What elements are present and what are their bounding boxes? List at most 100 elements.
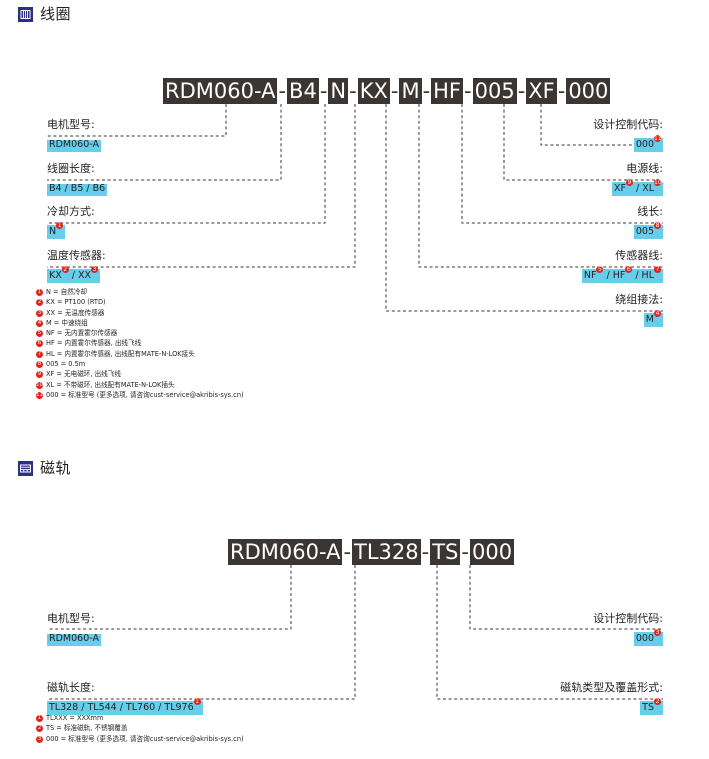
- callout-title: 磁轨长度:: [47, 681, 95, 694]
- footnote-text: XL = 不带磁环, 出线配有MATE-N-LOK插头: [46, 380, 175, 389]
- callout-track-type-cover: 磁轨类型及覆盖形式: TS2: [560, 681, 663, 715]
- footnote-number: 4: [36, 319, 43, 327]
- callout-temperature-sensor: 温度传感器: KX2 / XX3: [47, 249, 106, 283]
- callout-value: XF9 / XL10: [611, 178, 663, 196]
- callout-value: RDM060-A: [47, 632, 101, 646]
- footnote-number: 8: [36, 361, 43, 369]
- footnote-marker: 7: [654, 265, 661, 273]
- footnote-number: 7: [36, 350, 43, 358]
- callout-value: TS2: [640, 697, 663, 715]
- callout-value: N1: [47, 221, 66, 239]
- footnote-marker: 9: [625, 178, 633, 186]
- footnote-number: 9: [36, 371, 43, 379]
- footnote-text: KX = PT100 (RTD): [46, 298, 106, 307]
- part-number-segment: RDM060-A: [228, 539, 343, 565]
- footnote-marker: 6: [625, 265, 633, 273]
- footnote-marker: 8: [654, 221, 661, 229]
- footnote-text: XF = 无电磁环, 出线飞线: [46, 370, 121, 379]
- part-number-segment: TL328: [352, 539, 421, 565]
- footnote-marker: 11: [654, 134, 662, 142]
- coil-icon: [18, 7, 33, 22]
- callout-title: 绕组接法:: [615, 293, 663, 306]
- callout-track-length: 磁轨长度: TL328 / TL544 / TL760 / TL9761: [47, 681, 203, 715]
- track-section-header: 磁轨: [18, 461, 71, 476]
- part-number-segment: RDM060-A: [163, 78, 278, 104]
- callout-title: 传感器线:: [615, 249, 663, 262]
- footnote-marker: 2: [61, 265, 69, 273]
- callout-sensor-cable: 传感器线: NF5 / HF6 / HL7: [581, 249, 663, 283]
- callout-title: 温度传感器:: [47, 249, 106, 262]
- part-number-separator: -: [277, 78, 288, 104]
- footnote-text: XX = 无温度传感器: [46, 308, 105, 317]
- callout-value: 0003: [633, 628, 663, 646]
- part-number-separator: -: [460, 539, 470, 565]
- callout-winding-connection: 绕组接法: M4: [615, 293, 663, 327]
- callout-value: 00011: [633, 134, 663, 152]
- part-number-segment: XF: [526, 78, 557, 104]
- part-number-separator: -: [516, 78, 527, 104]
- callout-title: 磁轨类型及覆盖形式:: [560, 681, 663, 694]
- footnote-number: 1: [36, 715, 43, 722]
- footnote-marker: 10: [654, 178, 662, 186]
- callout-cooling-method: 冷却方式: N1: [47, 205, 95, 239]
- track-section-title: 磁轨: [40, 459, 72, 477]
- footnote-text: 005 = 0.5m: [46, 360, 86, 369]
- coil-part-number-bar: RDM060-A-B4-N-KX-M-HF-005-XF-000: [163, 78, 611, 104]
- footnote-number: 1: [36, 289, 43, 296]
- part-number-separator: -: [420, 539, 431, 565]
- coil-section-header: 线圈: [18, 7, 71, 22]
- callout-value: M4: [643, 309, 663, 327]
- callout-value: B4 / B5 / B6: [47, 182, 108, 196]
- callout-title: 线圈长度:: [47, 162, 95, 175]
- footnote-text: TLXXX = XXXmm: [46, 714, 104, 722]
- part-number-segment: N: [328, 78, 349, 104]
- part-number-segment: M: [399, 78, 422, 104]
- callout-title: 设计控制代码:: [593, 118, 663, 131]
- callout-value: KX2 / XX3: [47, 265, 101, 283]
- part-number-separator: -: [556, 78, 567, 104]
- callout-power-cable: 电源线: XF9 / XL10: [611, 162, 663, 196]
- callout-track-design-control-code: 设计控制代码: 0003: [593, 612, 663, 646]
- footnote-number: 2: [36, 299, 43, 307]
- footnote-marker: 4: [654, 309, 661, 317]
- footnote-text: N = 自然冷却: [46, 288, 88, 296]
- part-number-separator: -: [318, 78, 329, 104]
- part-number-separator: -: [421, 78, 432, 104]
- footnote-text: TS = 标准磁轨, 不锈钢覆盖: [46, 724, 128, 733]
- footnote-number: 6: [36, 340, 43, 348]
- part-number-segment: 000: [566, 78, 611, 104]
- callout-title: 设计控制代码:: [593, 612, 663, 625]
- callout-title: 电机型号:: [47, 118, 95, 131]
- footnote-marker: 5: [596, 265, 604, 273]
- footnote-text: NF = 无内置霍尔传感器: [46, 329, 118, 338]
- coil-section-title: 线圈: [40, 5, 72, 23]
- part-number-segment: HF: [431, 78, 464, 104]
- footnote-number: 3: [36, 309, 43, 317]
- footnote-text: 000 = 标准型号 (更多选项, 请咨询cust-service@akribi…: [46, 390, 244, 399]
- footnote-marker: 1: [56, 221, 64, 229]
- part-number-segment: TS: [430, 539, 461, 565]
- footnote-marker: 3: [91, 265, 99, 273]
- part-number-segment: KX: [357, 78, 390, 104]
- footnote-marker: 1: [193, 697, 201, 705]
- callout-title: 线长:: [637, 205, 663, 218]
- callout-coil-length: 线圈长度: B4 / B5 / B6: [47, 162, 108, 196]
- footnote-number: 10: [36, 381, 43, 389]
- footnote-text: M = 中速绕组: [46, 318, 88, 327]
- track-part-number-bar: RDM060-A-TL328-TS-000: [228, 539, 515, 565]
- callout-title: 电机型号:: [47, 612, 95, 625]
- footnote-text: 000 = 标准型号 (更多选项, 请咨询cust-service@akribi…: [46, 734, 244, 743]
- callout-title: 电源线:: [626, 162, 663, 175]
